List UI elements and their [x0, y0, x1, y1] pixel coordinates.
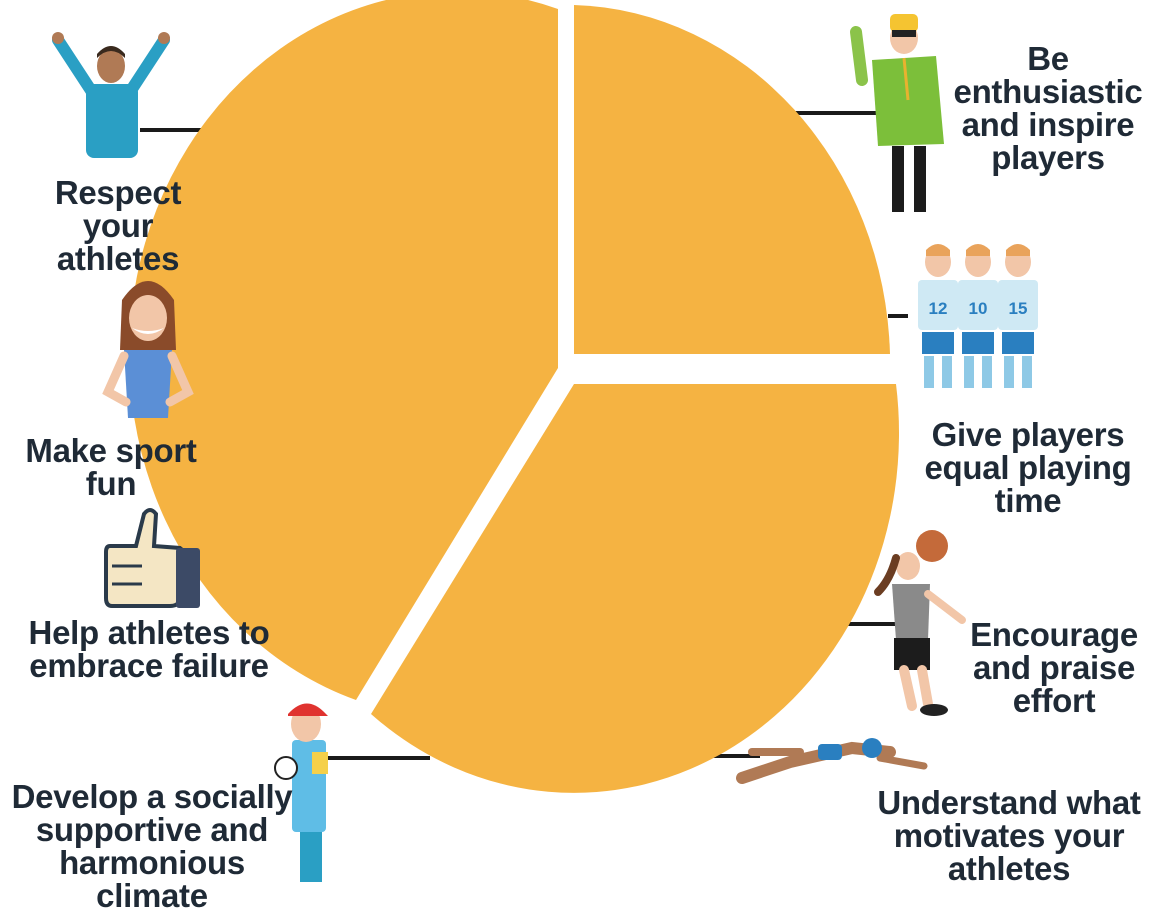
- soccer-team-icon: 12 10 15: [918, 244, 1038, 388]
- label-make-sport-fun: Make sport fun: [25, 432, 197, 502]
- label-be-enthusiastic: Be enthusiastic and inspire players: [953, 40, 1143, 176]
- swimmer-icon: [736, 738, 928, 784]
- referee-icon: [274, 703, 328, 882]
- jersey-number: 10: [969, 299, 988, 318]
- label-equal-playing-time: Give players equal playing time: [924, 416, 1132, 519]
- pie-slice-left: [129, 0, 558, 700]
- thumbs-up-icon: [104, 508, 200, 608]
- label-encourage-effort: Encourage and praise effort: [970, 616, 1138, 719]
- pie-slice-top-right: [574, 5, 890, 354]
- pie-slice-bottom-right: [371, 384, 900, 793]
- jersey-number: 15: [1009, 299, 1028, 318]
- cheering-person-icon: [52, 32, 170, 158]
- label-embrace-failure: Help athletes to embrace failure: [28, 614, 270, 684]
- jersey-number: 12: [929, 299, 948, 318]
- volleyball-player-icon: [874, 530, 966, 716]
- label-understand-motivation: Understand what motivates your athletes: [877, 784, 1141, 887]
- smiling-woman-icon: [102, 281, 194, 418]
- label-supportive-climate: Develop a socially supportive and harmon…: [11, 778, 293, 914]
- pie: [129, 0, 900, 793]
- coach-with-whistle-icon: [850, 14, 944, 212]
- label-respect-athletes: Respect your athletes: [54, 174, 182, 277]
